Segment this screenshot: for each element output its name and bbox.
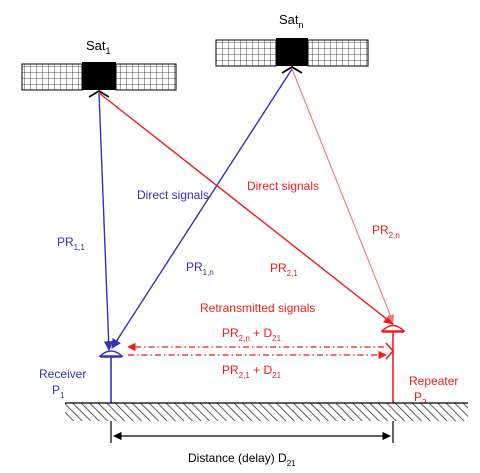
eq-bottom-label: PR2,1 + D21	[222, 363, 282, 380]
pr21-label: PR2,1	[270, 261, 298, 278]
sat1-antenna	[88, 89, 110, 98]
repeater-title: Repeater	[409, 374, 458, 388]
ground-hatch	[65, 403, 468, 421]
direct-signals-red-label: Direct signals	[247, 179, 319, 193]
repeater-antenna	[380, 324, 406, 403]
satn-label: Satn	[279, 12, 304, 30]
pr1n-label: PR1,n	[186, 260, 214, 277]
retransmitted-signals-label: Retransmitted signals	[200, 301, 315, 315]
signal-pr1n	[111, 68, 293, 349]
satn-antenna	[281, 65, 303, 74]
sat1-panel-left	[21, 63, 83, 91]
sat1-body	[82, 62, 116, 90]
sat1-label: Sat1	[86, 38, 111, 56]
satellite-1	[21, 62, 177, 98]
pr2n-label: PR2,n	[372, 223, 400, 240]
receiver-antenna	[98, 350, 124, 403]
satellite-n	[215, 38, 369, 74]
direct-signals-blue-label: Direct signals	[137, 188, 209, 202]
satn-panel-left	[215, 39, 277, 67]
sat1-panel-right	[115, 63, 177, 91]
distance-label: Distance (delay) D21	[188, 451, 296, 468]
signal-pr21	[98, 92, 394, 325]
pr11-label: PR1,1	[57, 235, 85, 252]
satn-body	[276, 38, 308, 66]
receiver-title: Receiver	[39, 367, 86, 381]
signal-pr11	[98, 92, 114, 351]
receiver-point-label: P1	[52, 383, 65, 400]
signal-pr2n	[291, 68, 395, 323]
satn-panel-right	[307, 39, 369, 67]
eq-top-label: PR2,n + D21	[222, 326, 282, 343]
